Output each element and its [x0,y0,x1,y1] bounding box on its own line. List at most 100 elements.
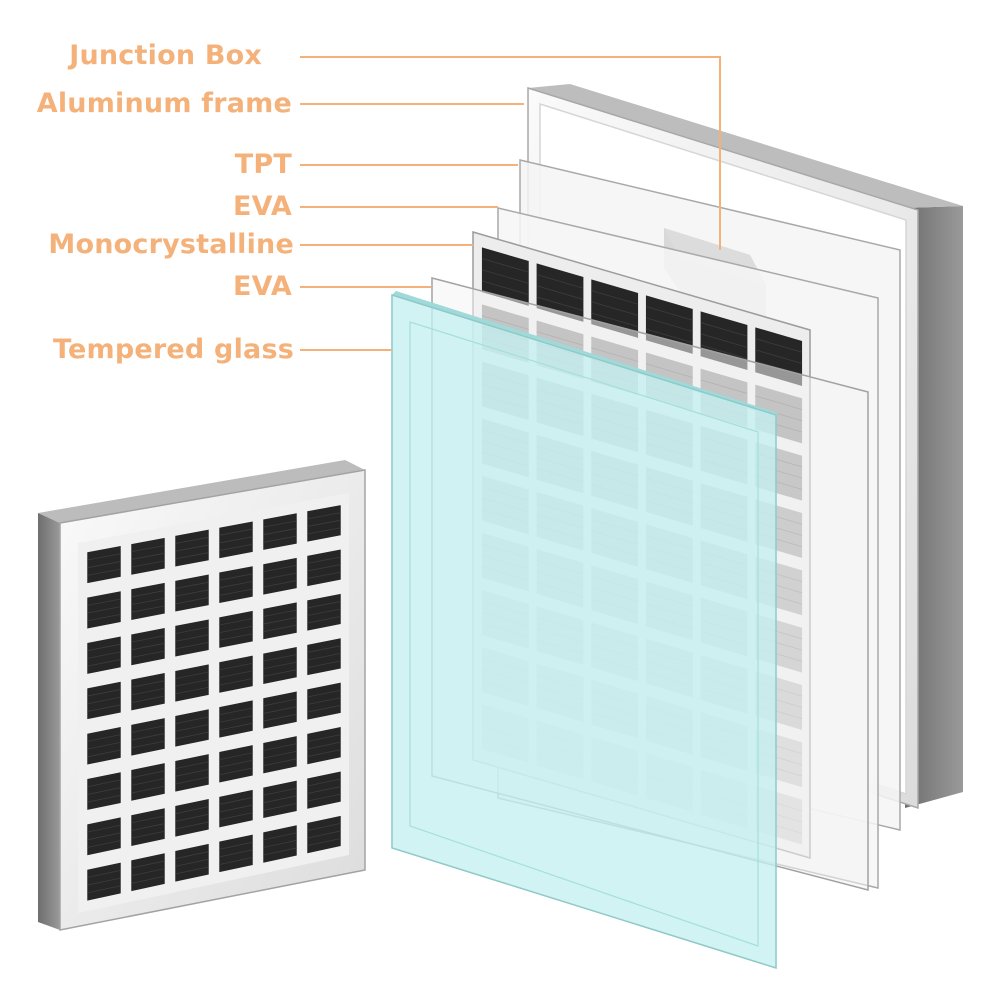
label-tempered-glass: Tempered glass [52,334,294,365]
cell-texture-line [307,793,341,802]
cell-texture-line [645,317,693,332]
cell-texture-line [131,545,165,553]
cell-texture-line [307,749,341,758]
cell-texture-line [219,581,253,589]
cell-texture-line [263,787,297,796]
cell-texture-line [87,869,121,878]
cell-texture-line [481,258,529,273]
cell-texture-line [87,794,121,803]
cell-texture-line [307,838,341,847]
cell-texture-line [307,660,341,668]
cell-texture-line [175,544,209,552]
cell-texture-line [87,561,121,569]
panel-frame-side [38,513,60,930]
cell-texture-line [87,787,121,795]
cell-texture-line [700,344,748,360]
cell-texture-line [175,851,209,860]
cell-texture-line [87,840,121,848]
cell-texture-line [219,707,253,716]
cell-texture-line [175,716,209,725]
cell-texture-line [700,333,748,348]
frame-side [905,206,963,808]
cell-texture-line [263,617,297,625]
cell-texture-line [263,839,297,848]
cell-texture-line [131,740,165,749]
tempered-glass-layer [391,291,778,970]
cell-texture-line [263,847,297,856]
cell-texture-line [219,856,253,865]
cell-texture-line [131,635,165,643]
cell-texture-line [591,290,639,305]
cell-texture-line [219,804,253,813]
cell-texture-line [307,778,341,787]
cell-texture-line [175,641,209,650]
cell-texture-line [219,841,253,850]
cell-texture-line [175,671,209,680]
cell-texture-line [131,552,165,560]
cell-texture-line [307,823,341,831]
cell-texture-line [263,520,297,528]
cell-texture-line [175,761,209,770]
cell-texture-line [307,512,341,520]
glass-pane [391,293,777,970]
cell-texture-line [263,565,297,573]
panel-cell-grid [87,505,341,901]
cell-texture-line [175,776,209,785]
cell-texture-line [263,698,297,707]
cell-texture-line [87,734,121,742]
cell-texture-line [263,661,297,670]
cell-texture-line [700,322,748,337]
cell-texture-line [219,625,253,634]
solar-panel-icon [38,460,366,931]
cell-texture-line [263,706,297,714]
cell-texture-line [591,301,639,316]
cell-texture-line [263,750,297,759]
cell-texture-line [219,849,253,858]
leader-lines [300,56,721,351]
cell-texture-line [175,769,209,777]
cell-texture-line [263,535,297,543]
cell-texture-line [131,597,165,606]
cell-texture-line [263,713,297,722]
cell-texture-line [131,868,165,877]
cell-texture-line [219,722,253,731]
cell-texture-line [307,741,341,750]
cell-texture-line [175,536,209,544]
cell-texture-line [307,652,341,661]
cell-texture-line [536,285,584,300]
cell-texture-line [175,679,209,687]
cell-texture-line [219,670,253,678]
cell-texture-line [175,866,209,875]
cell-texture-line [87,824,121,833]
cell-texture-line [131,830,165,839]
cell-texture-line [307,527,341,535]
cell-texture-line [307,608,341,616]
cell-texture-line [87,651,121,659]
cell-texture-line [175,626,209,634]
cell-texture-line [131,785,165,794]
cell-texture-line [307,645,341,653]
cell-texture-line [219,543,253,551]
cell-texture-line [219,752,253,760]
cell-texture-line [307,519,341,527]
cell-texture-line [263,580,297,588]
cell-texture-line [219,588,253,596]
cell-texture-line [645,306,693,321]
cell-texture-line [87,749,121,758]
cell-texture-line [131,605,165,613]
cell-texture-line [307,704,341,713]
label-eva-front: EVA [232,271,292,302]
cell-texture-line [131,560,165,568]
cell-texture-line [175,731,209,740]
exploded-layers-icon [391,84,963,970]
cell-texture-line [131,733,165,741]
label-monocrystalline: Monocrystalline [48,229,294,260]
cell-texture-line [591,312,639,328]
cell-texture-line [307,734,341,742]
cell-texture-line [175,589,209,597]
cell-texture-line [481,280,529,296]
cell-texture-line [175,597,209,605]
cell-texture-line [263,795,297,804]
